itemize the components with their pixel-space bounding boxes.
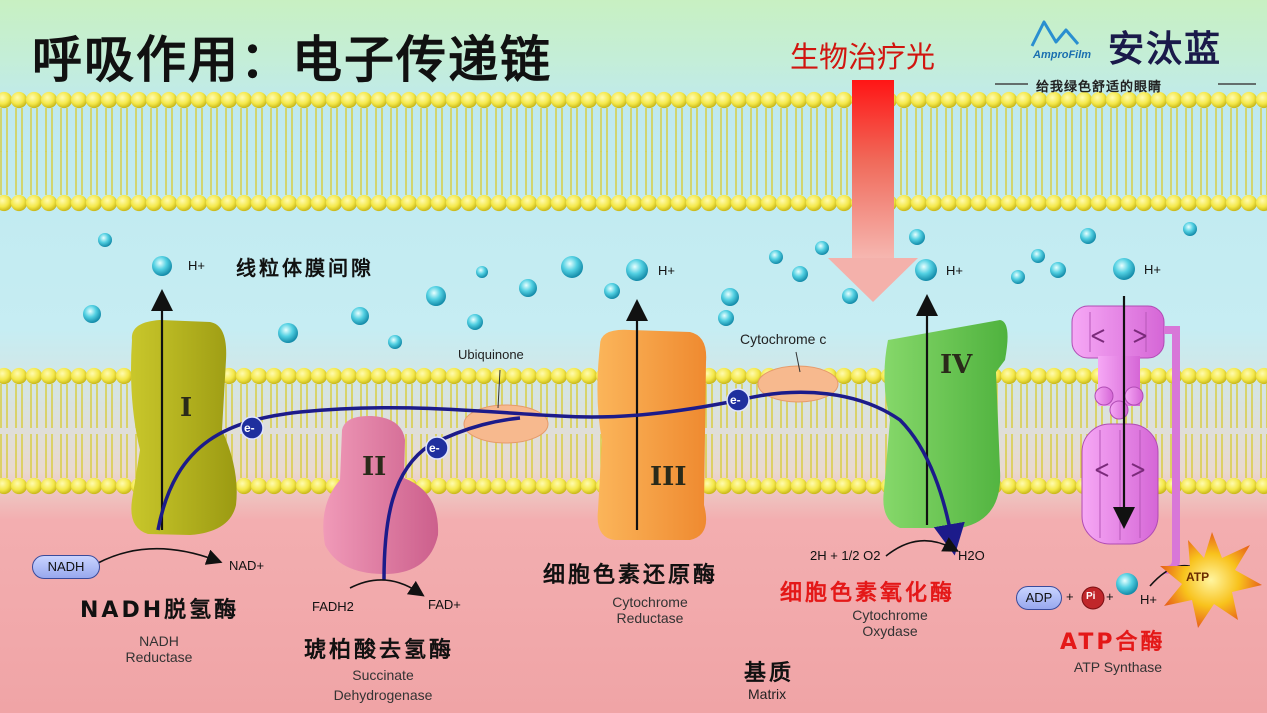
complex-I-name-en-1: NADH — [139, 633, 179, 649]
complex-I-name-en-2: Reductase — [125, 649, 193, 665]
proton-bubbles — [83, 222, 1197, 349]
proton-bubble — [721, 288, 739, 306]
intermembrane-space-label: 线粒体膜间隙 — [236, 256, 374, 280]
atp-synthase-name-en: ATP Synthase — [1073, 659, 1163, 675]
complex-IV-name-en-2: Oxydase — [862, 623, 918, 639]
proton-bubble — [769, 250, 783, 264]
fad-plus-label: FAD+ — [428, 597, 461, 612]
adp-pill: ADP — [1016, 586, 1062, 610]
complex-IV-numeral: IV — [940, 350, 973, 380]
complex-IV-shape — [883, 320, 1008, 528]
proton-bubble — [83, 305, 101, 323]
proton-bubble — [388, 335, 402, 349]
complex-III-name-cn: 细胞色素还原酶 — [543, 563, 719, 588]
complex-II-name-cn: 琥柏酸去氢酶 — [304, 638, 455, 663]
amprofilm-logo-icon — [1030, 20, 1080, 47]
complex-IV-name-cn: 细胞色素氧化酶 — [780, 581, 956, 606]
proton-bubble — [152, 256, 172, 276]
proton-bubble — [1011, 270, 1025, 284]
proton-bubble — [626, 259, 648, 281]
nad-plus-label: NAD+ — [229, 558, 265, 573]
fadh2-label: FADH2 — [312, 599, 354, 614]
nadh-pill: NADH — [32, 555, 100, 579]
proton-bubble — [1080, 228, 1096, 244]
oxygen-label: 2H + 1/2 O2 — [810, 548, 881, 563]
complex-II-name-en-2: Dehydrogenase — [333, 687, 433, 703]
plus-sign: + — [1106, 589, 1114, 604]
complex-III-name-en-1: Cytochrome — [612, 594, 688, 610]
proton-bubble — [718, 310, 734, 326]
complex-IV-name-en-1: Cytochrome — [852, 607, 928, 623]
proton-bubble — [1113, 258, 1135, 280]
proton-bubble — [1031, 249, 1045, 263]
oxygen-reaction-arrow — [885, 537, 960, 557]
proton-bubble — [278, 323, 298, 343]
proton-bubble — [351, 307, 369, 325]
proton-bubble — [426, 286, 446, 306]
proton-bubble — [1183, 222, 1197, 236]
brand-logo-text: AmproFilm — [1033, 49, 1092, 61]
proton-bubble — [1050, 262, 1066, 278]
outer-membrane — [0, 91, 1267, 212]
complex-I-name-cn: NADH脱氢酶 — [80, 598, 240, 623]
proton-bubble — [561, 256, 583, 278]
complex-III-shape — [597, 329, 707, 540]
therapy-light-label: 生物治疗光 — [790, 40, 936, 74]
proton-label: H+ — [946, 263, 963, 278]
plus-sign: + — [1066, 589, 1074, 604]
brand-name: 安汰蓝 — [1108, 28, 1223, 70]
electron-badge-label: e- — [730, 393, 741, 407]
proton-bubble — [467, 314, 483, 330]
proton-bubble — [815, 241, 829, 255]
electron-path — [156, 390, 965, 556]
complex-I-numeral: I — [180, 393, 193, 423]
proton-label: H+ — [658, 263, 675, 278]
brand-tagline: 给我绿色舒适的眼睛 — [1036, 80, 1163, 95]
matrix-label-cn: 基质 — [744, 661, 795, 686]
proton-bubble — [909, 229, 925, 245]
pi-label: Pi — [1086, 591, 1096, 602]
cytochrome-c-label: Cytochrome c — [740, 331, 827, 347]
therapy-light-arrow — [828, 80, 918, 302]
page-title: 呼吸作用：电子传递链 — [32, 31, 552, 89]
complex-III-numeral: III — [650, 462, 687, 492]
water-label: H2O — [958, 548, 985, 563]
proton-bubble — [842, 288, 858, 304]
proton-label: H+ — [188, 258, 205, 273]
complex-III-name-en-2: Reductase — [616, 610, 684, 626]
fadh2-reaction-arrow — [349, 579, 425, 597]
proton-bubble — [915, 259, 937, 281]
atp-starburst — [1160, 532, 1262, 628]
complex-II-name-en-1: Succinate — [352, 667, 414, 683]
atp-label: ATP — [1186, 570, 1210, 584]
proton-bubble — [519, 279, 537, 297]
nadh-reaction-arrow — [97, 547, 223, 565]
ubiquinone-label: Ubiquinone — [458, 347, 524, 362]
complex-II-numeral: II — [362, 452, 387, 482]
complex-I-shape — [131, 320, 237, 535]
proton-bubble — [476, 266, 488, 278]
electron-badge-label: e- — [244, 421, 255, 435]
proton-bubble — [604, 283, 620, 299]
proton-bubble — [98, 233, 112, 247]
electron-badge-label: e- — [429, 441, 440, 455]
complex-II-shape — [323, 415, 439, 575]
atp-h-plus-label: H+ — [1140, 592, 1157, 607]
atp-synthase-name-cn: ATP合酶 — [1060, 630, 1166, 655]
proton-label: H+ — [1144, 262, 1161, 277]
proton-bubble — [792, 266, 808, 282]
matrix-label-en: Matrix — [748, 686, 787, 702]
